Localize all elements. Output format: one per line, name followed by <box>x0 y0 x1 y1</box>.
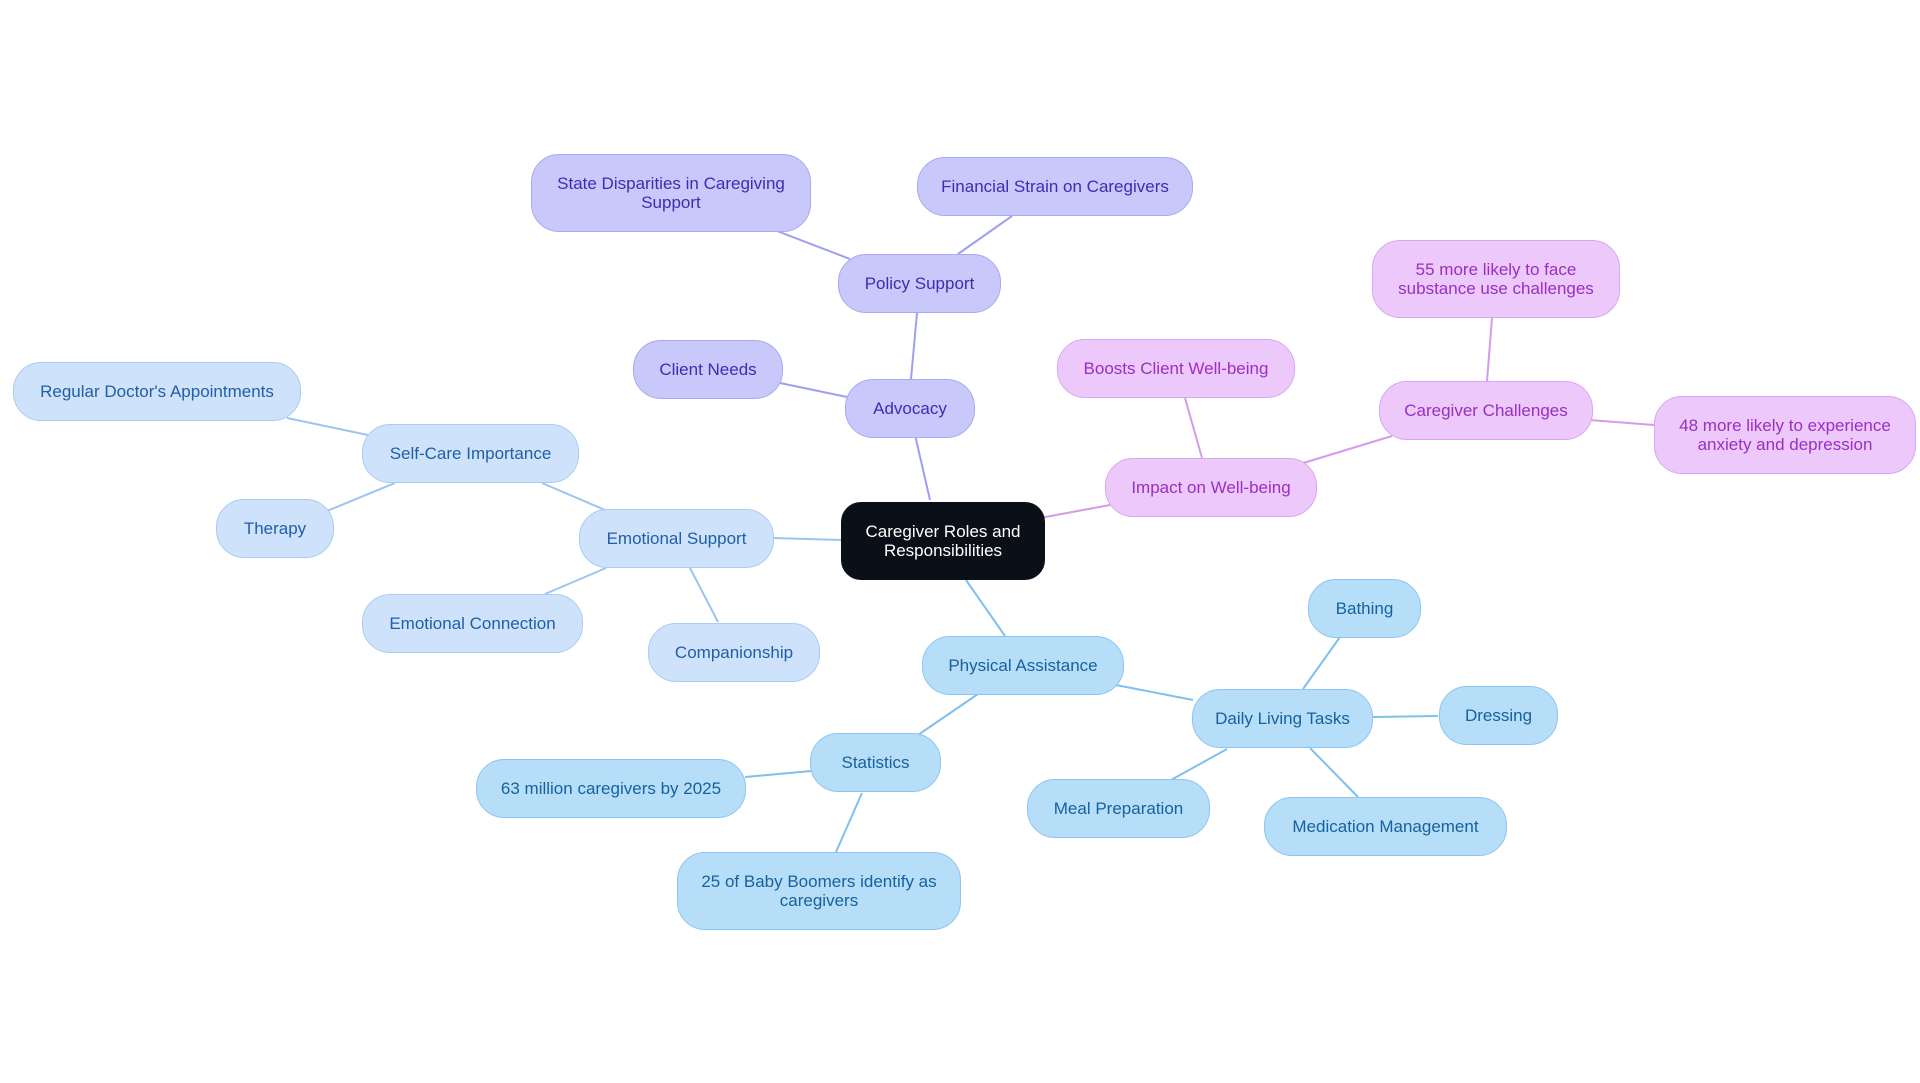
advocacy-label: Advocacy <box>873 399 947 418</box>
root-label: Caregiver Roles and Responsibilities <box>865 522 1021 560</box>
root-node[interactable]: Caregiver Roles and Responsibilities <box>841 502 1045 580</box>
baby-boomers-label: 25 of Baby Boomers identify as caregiver… <box>701 872 937 910</box>
caregiver-challenges-label: Caregiver Challenges <box>1404 401 1568 420</box>
node-physical-assistance[interactable]: Physical Assistance <box>922 636 1124 695</box>
node-caregivers-2025[interactable]: 63 million caregivers by 2025 <box>476 759 746 818</box>
edge-root-emotional <box>771 537 843 541</box>
node-emotional-support[interactable]: Emotional Support <box>579 509 774 568</box>
edge-advocacy-policy <box>910 312 918 380</box>
financial-strain-label: Financial Strain on Caregivers <box>941 177 1169 196</box>
node-emotional-connection[interactable]: Emotional Connection <box>362 594 583 653</box>
node-medication-management[interactable]: Medication Management <box>1264 797 1507 856</box>
node-state-disparities[interactable]: State Disparities in Caregiving Support <box>531 154 811 232</box>
node-statistics[interactable]: Statistics <box>810 733 941 792</box>
companionship-label: Companionship <box>674 643 794 662</box>
edge-wellbeing-boosts <box>1184 397 1203 459</box>
node-baby-boomers[interactable]: 25 of Baby Boomers identify as caregiver… <box>677 852 961 930</box>
edge-root-wellbeing <box>1039 504 1111 519</box>
edge-daily-medication <box>1309 747 1359 798</box>
daily-living-label: Daily Living Tasks <box>1215 709 1350 728</box>
edge-daily-dressing <box>1372 715 1439 718</box>
node-advocacy[interactable]: Advocacy <box>845 379 975 438</box>
bathing-label: Bathing <box>1335 599 1394 618</box>
edge-wellbeing-challenges <box>1299 435 1393 465</box>
impact-wellbeing-label: Impact on Well-being <box>1131 478 1291 497</box>
boosts-client-label: Boosts Client Well-being <box>1083 359 1269 378</box>
edge-selfcare-therapy <box>326 482 396 512</box>
edge-advocacy-client <box>779 382 848 398</box>
therapy-label: Therapy <box>243 519 307 538</box>
state-disparities-label: State Disparities in Caregiving Support <box>557 174 785 212</box>
dressing-label: Dressing <box>1464 706 1533 725</box>
node-daily-living[interactable]: Daily Living Tasks <box>1192 689 1373 748</box>
policy-support-label: Policy Support <box>864 274 975 293</box>
anxiety-stat-label: 48 more likely to experience anxiety and… <box>1679 416 1891 454</box>
edge-statistics-boomers <box>835 792 863 853</box>
statistics-label: Statistics <box>841 753 910 772</box>
node-policy-support[interactable]: Policy Support <box>838 254 1001 313</box>
substance-stat-label: 55 more likely to face substance use cha… <box>1398 260 1594 298</box>
doctor-appointments-label: Regular Doctor's Appointments <box>40 382 274 401</box>
client-needs-label: Client Needs <box>659 360 757 379</box>
edge-physical-daily <box>1115 684 1194 701</box>
edge-policy-disparities <box>776 230 851 260</box>
node-dressing[interactable]: Dressing <box>1439 686 1558 745</box>
node-companionship[interactable]: Companionship <box>648 623 820 682</box>
physical-assistance-label: Physical Assistance <box>948 656 1098 675</box>
node-therapy[interactable]: Therapy <box>216 499 334 558</box>
edge-emotional-connection <box>544 567 607 595</box>
edge-physical-statistics <box>917 693 979 736</box>
node-self-care[interactable]: Self-Care Importance <box>362 424 579 483</box>
node-substance-stat[interactable]: 55 more likely to face substance use cha… <box>1372 240 1620 318</box>
edge-daily-bathing <box>1302 636 1341 690</box>
emotional-connection-label: Emotional Connection <box>389 614 556 633</box>
edge-root-advocacy <box>914 434 931 501</box>
edge-emotional-companionship <box>689 567 719 623</box>
self-care-label: Self-Care Importance <box>389 444 552 463</box>
edge-daily-meal <box>1170 748 1228 781</box>
caregivers-2025-label: 63 million caregivers by 2025 <box>500 779 722 798</box>
edge-root-physical <box>965 579 1006 637</box>
node-financial-strain[interactable]: Financial Strain on Caregivers <box>917 157 1193 216</box>
edge-policy-financial <box>957 215 1013 255</box>
node-bathing[interactable]: Bathing <box>1308 579 1421 638</box>
edge-challenges-anxiety <box>1589 419 1655 426</box>
edge-statistics-caregivers2025 <box>744 770 812 778</box>
edge-emotional-selfcare <box>541 482 606 511</box>
node-boosts-client[interactable]: Boosts Client Well-being <box>1057 339 1295 398</box>
medication-management-label: Medication Management <box>1292 817 1479 836</box>
node-anxiety-stat[interactable]: 48 more likely to experience anxiety and… <box>1654 396 1916 474</box>
meal-preparation-label: Meal Preparation <box>1053 799 1184 818</box>
node-doctor-appointments[interactable]: Regular Doctor's Appointments <box>13 362 301 421</box>
node-meal-preparation[interactable]: Meal Preparation <box>1027 779 1210 838</box>
edge-challenges-substance <box>1486 317 1493 382</box>
emotional-support-label: Emotional Support <box>606 529 747 548</box>
edge-selfcare-doctor <box>286 417 369 436</box>
node-impact-wellbeing[interactable]: Impact on Well-being <box>1105 458 1317 517</box>
node-caregiver-challenges[interactable]: Caregiver Challenges <box>1379 381 1593 440</box>
node-client-needs[interactable]: Client Needs <box>633 340 783 399</box>
